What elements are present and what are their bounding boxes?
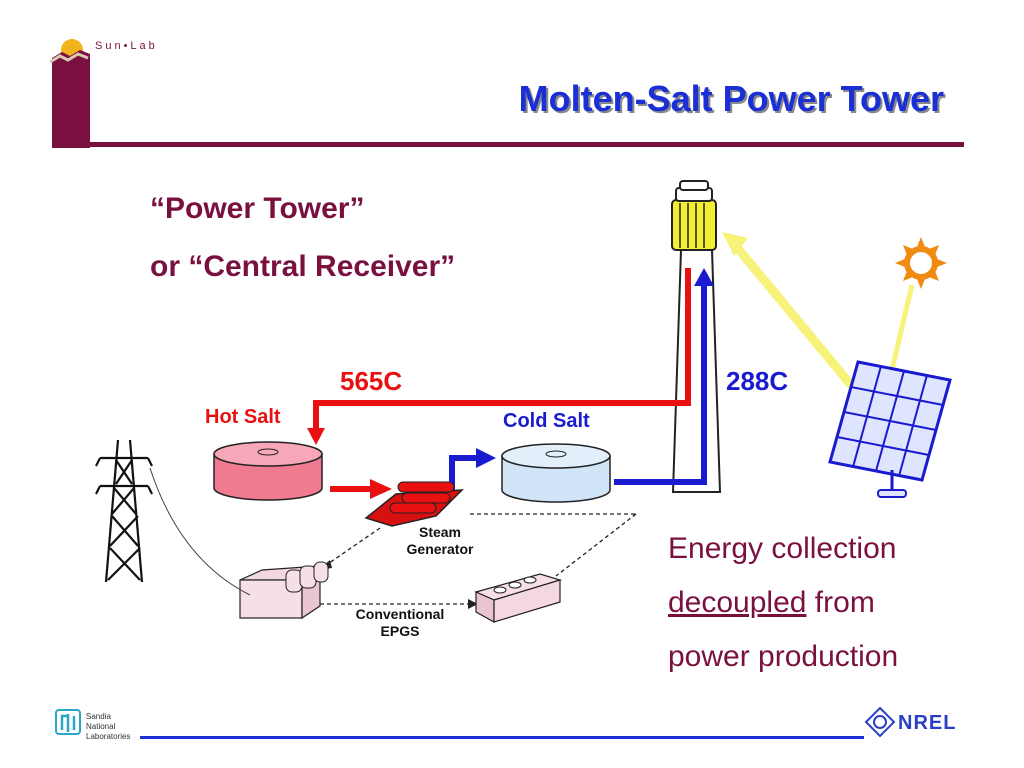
note-emphasis: decoupled — [668, 586, 807, 619]
sandia-label: Sandia National Laboratories — [86, 712, 130, 742]
power-tower — [671, 180, 722, 493]
transmission-tower-icon — [95, 439, 153, 583]
hot-salt-tank — [213, 441, 323, 501]
subtitle-line-2: or “Central Receiver” — [150, 250, 456, 283]
flow-arrowhead — [468, 599, 478, 609]
sandia-line: Laboratories — [86, 732, 131, 741]
sandia-line: National — [86, 722, 116, 731]
sun-icon — [895, 237, 947, 289]
note-line-1: Energy collection — [668, 532, 897, 565]
cold-salt-tank — [501, 443, 611, 503]
brand-label: Sun•Lab — [95, 40, 158, 52]
sunlab-logo — [49, 39, 90, 148]
nrel-label: NREL — [898, 712, 957, 734]
sandia-logo-icon — [55, 709, 81, 735]
note-line-2: decoupled from — [668, 586, 875, 620]
hot-salt-pipe — [307, 268, 691, 499]
steam-generator — [364, 481, 464, 527]
heliostat-mirror — [828, 360, 952, 498]
nrel-logo-icon — [864, 706, 896, 738]
hot-salt-label: Hot Salt — [205, 406, 281, 428]
sandia-line: Sandia — [86, 712, 111, 721]
turbine-generator — [239, 561, 329, 620]
header-rule — [52, 142, 964, 147]
cold-salt-label: Cold Salt — [503, 410, 590, 432]
cold-temperature-label: 288C — [726, 366, 789, 396]
epgs-label: Conventional EPGS — [355, 606, 445, 639]
slide-title: Molten-Salt Power Tower — [518, 78, 944, 119]
hot-temperature-label: 565C — [340, 366, 403, 396]
note-line-3: power production — [668, 640, 899, 673]
cold-salt-pipe — [449, 268, 714, 494]
steam-generator-label: Steam Generator — [406, 524, 474, 557]
condenser-unit — [474, 573, 563, 624]
steam-flow-dashed — [320, 513, 637, 605]
power-line — [149, 467, 251, 596]
footer-rule — [140, 736, 864, 739]
subtitle-line-1: “Power Tower” — [150, 192, 365, 225]
note-line-2-rest: from — [806, 586, 875, 619]
